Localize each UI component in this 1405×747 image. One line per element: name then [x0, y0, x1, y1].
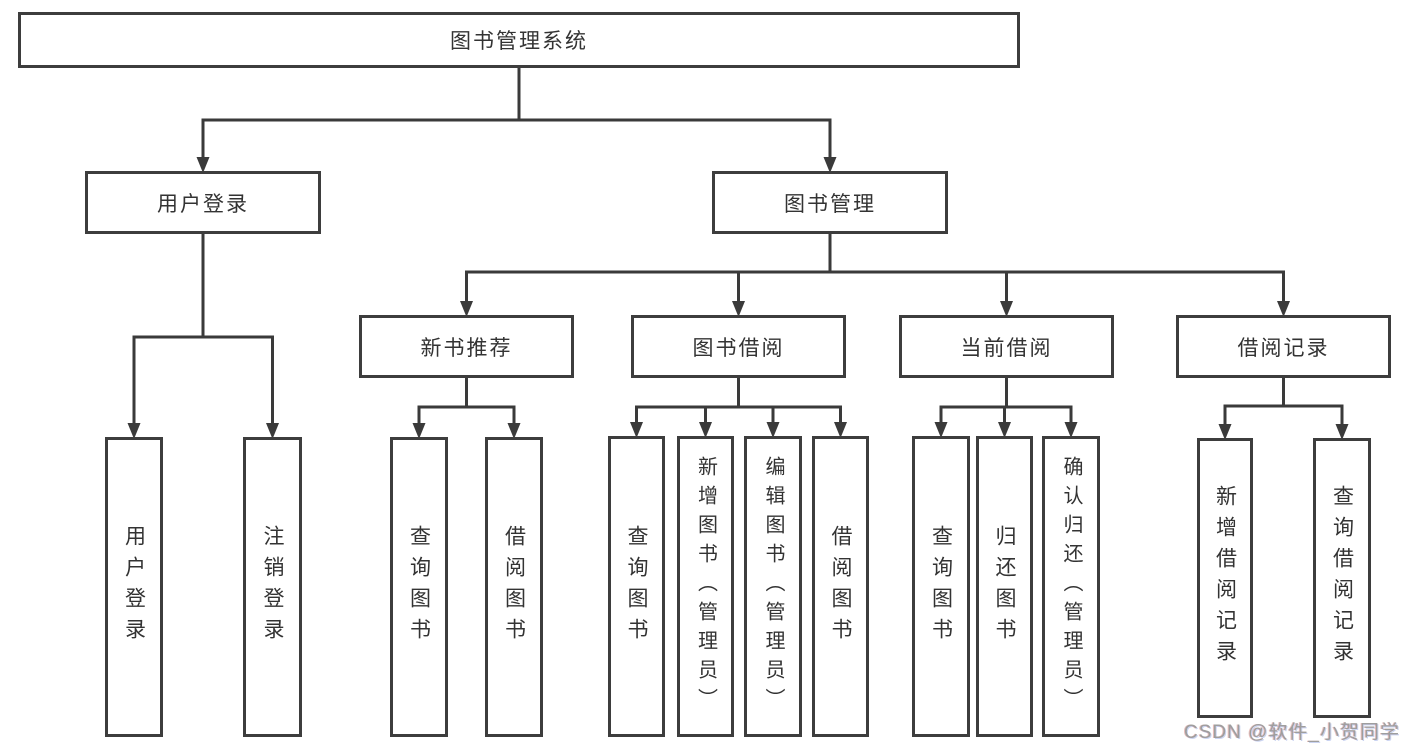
node-leaf-query-book-1: 查询图书	[390, 437, 448, 737]
node-leaf-query-record: 查询借阅记录	[1313, 438, 1371, 718]
node-leaf-query-book-2: 查询图书	[608, 436, 665, 737]
node-leaf-add-record: 新增借阅记录	[1197, 438, 1253, 718]
node-leaf-logout: 注销登录	[243, 437, 302, 737]
node-leaf-query-book-3: 查询图书	[912, 436, 970, 737]
node-borrow-records: 借阅记录	[1176, 315, 1391, 378]
node-new-book-rec: 新书推荐	[359, 315, 574, 378]
node-leaf-edit-book: 编辑图书（管理员）	[744, 436, 802, 737]
node-root: 图书管理系统	[18, 12, 1020, 68]
node-leaf-return-book: 归还图书	[976, 436, 1033, 737]
node-leaf-borrow-book-2: 借阅图书	[812, 436, 869, 737]
watermark: CSDN @软件_小贺同学	[1184, 722, 1400, 743]
node-leaf-add-book: 新增图书（管理员）	[677, 436, 734, 737]
node-leaf-confirm-return: 确认归还（管理员）	[1042, 436, 1100, 737]
node-leaf-borrow-book-1: 借阅图书	[485, 437, 543, 737]
node-book-borrow: 图书借阅	[631, 315, 846, 378]
node-user-login: 用户登录	[85, 171, 321, 234]
node-book-mgmt: 图书管理	[712, 171, 948, 234]
node-leaf-user-login: 用户登录	[105, 437, 163, 737]
node-current-borrow: 当前借阅	[899, 315, 1114, 378]
